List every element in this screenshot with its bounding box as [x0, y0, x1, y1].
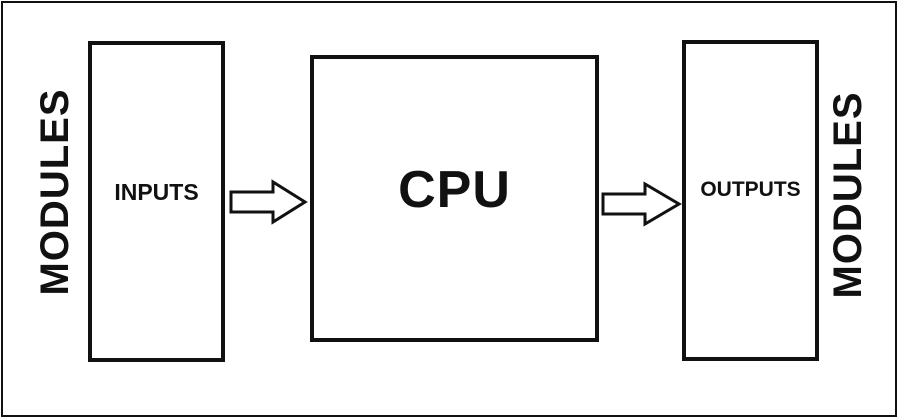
- modules-label-right: MODULES: [826, 91, 870, 299]
- cpu-label: CPU: [398, 160, 511, 219]
- outputs-box: OUTPUTS: [682, 40, 819, 361]
- inputs-box: INPUTS: [88, 41, 225, 362]
- cpu-box: CPU: [310, 55, 599, 342]
- input-to-cpu-arrow-icon: [229, 179, 308, 225]
- outputs-label: OUTPUTS: [700, 177, 801, 201]
- cpu-to-output-arrow-icon: [601, 181, 682, 227]
- inputs-label: INPUTS: [114, 179, 199, 205]
- modules-label-left: MODULES: [33, 88, 77, 296]
